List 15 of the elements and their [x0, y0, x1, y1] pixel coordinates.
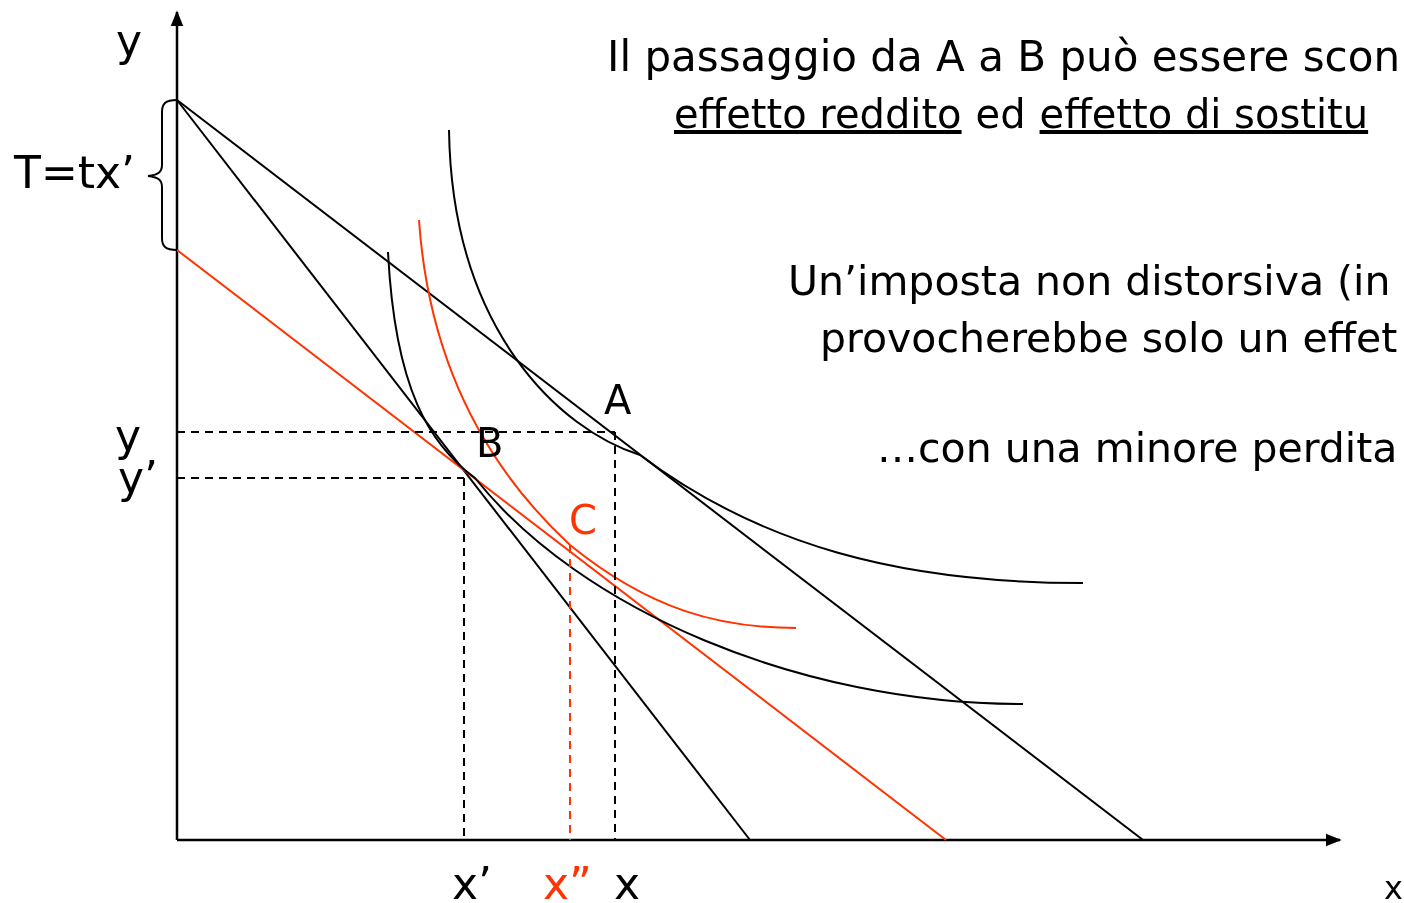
- explanation-text: …con una minore perdita: [877, 428, 1398, 470]
- underlined-term: effetto reddito: [674, 94, 962, 135]
- point-label: A: [604, 380, 632, 421]
- explanation-text: Il passaggio da A a B può essere scon: [607, 35, 1401, 78]
- explanation-text: ed: [975, 94, 1026, 135]
- explanation-text: Un’imposta non distorsiva (in: [788, 261, 1391, 303]
- axis-value-label: x’: [452, 861, 493, 903]
- underlined-term: effetto di sostitu: [1039, 94, 1369, 135]
- axis-value-label: x”: [543, 861, 592, 903]
- axis-label: x: [1384, 871, 1403, 903]
- tax-label: T=tx’: [14, 150, 136, 195]
- axis-label: y: [116, 18, 143, 63]
- axis-value-label: x: [614, 861, 641, 903]
- point-label: C: [569, 500, 597, 541]
- explanation-text: provocherebbe solo un effet: [820, 318, 1398, 360]
